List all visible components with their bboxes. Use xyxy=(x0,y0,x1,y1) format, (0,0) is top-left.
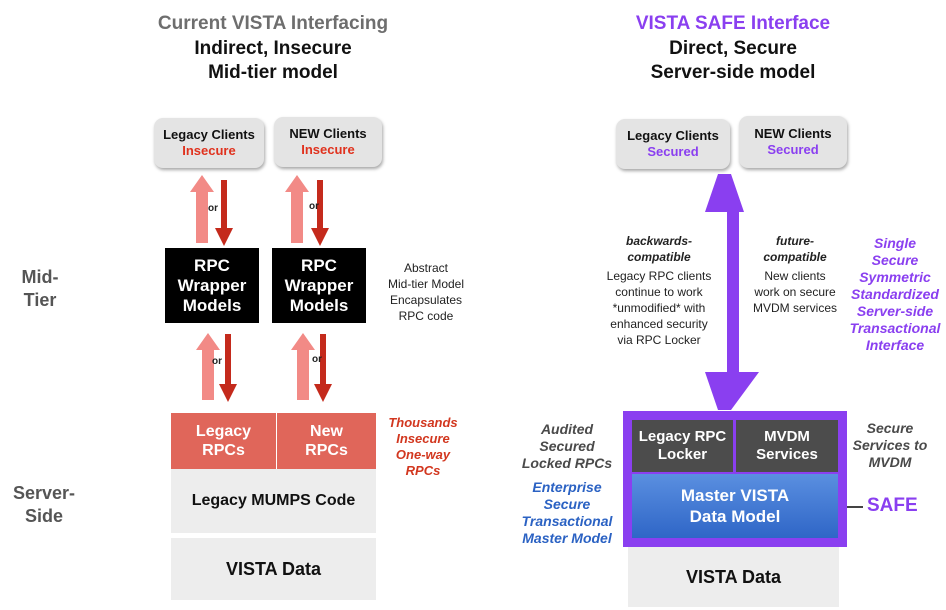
down-arrow xyxy=(314,334,332,402)
server-side-label: Server- Side xyxy=(12,483,76,526)
right-title-line3: Server-side model xyxy=(650,62,816,83)
rpc-wrapper-box-1: RPC Wrapper Models xyxy=(165,248,259,323)
up-arrow xyxy=(196,333,220,400)
mvdm-services-box: MVDM Services xyxy=(736,420,838,472)
audited-secured-note: Audited Secured Locked RPCs xyxy=(521,421,613,471)
left-title-line2: Indirect, Insecure xyxy=(194,38,352,59)
left-title-line1: Current VISTA Interfacing xyxy=(157,13,389,34)
up-arrow xyxy=(285,175,309,243)
mid-tier-label: Mid- Tier xyxy=(21,267,59,310)
down-arrow xyxy=(215,180,233,246)
new-rpcs-box: New RPCs xyxy=(277,413,376,469)
new-clients-status: Secured xyxy=(767,142,819,157)
abstract-mid-tier-note: Abstract Mid-tier Model Encapsulates RPC… xyxy=(387,261,465,323)
down-arrow xyxy=(219,334,237,402)
vista-data-box-right: VISTA Data xyxy=(628,547,839,607)
vista-data-box-left: VISTA Data xyxy=(171,538,376,600)
new-clients-status: Insecure xyxy=(301,142,355,157)
up-arrow xyxy=(291,333,315,400)
arrow-pair-new-top xyxy=(285,175,329,246)
legacy-rpcs-box: Legacy RPCs xyxy=(171,413,276,469)
or-label: or xyxy=(309,201,319,212)
or-label: or xyxy=(208,203,218,214)
right-title-line1: VISTA SAFE Interface xyxy=(635,13,831,34)
arrow-pair-legacy-top xyxy=(190,175,233,246)
legacy-clients-label: Legacy Clients xyxy=(163,127,255,142)
legacy-clients-box-right: Legacy Clients Secured xyxy=(616,119,730,169)
new-clients-box-right: NEW Clients Secured xyxy=(739,116,847,168)
new-clients-label: NEW Clients xyxy=(289,126,367,141)
legacy-clients-status: Insecure xyxy=(182,143,236,158)
secure-services-note: Secure Services to MVDM xyxy=(852,420,928,470)
master-vista-data-model-box: Master VISTA Data Model xyxy=(632,474,838,538)
rpc-wrapper-box-2: RPC Wrapper Models xyxy=(272,248,366,323)
new-clients-label: NEW Clients xyxy=(754,126,832,141)
arrow-pair-new-bottom xyxy=(291,333,332,402)
single-secure-interface-note: Single Secure Symmetric Standardized Ser… xyxy=(849,235,941,353)
double-arrow-purple xyxy=(705,174,759,410)
new-clients-box-left: NEW Clients Insecure xyxy=(274,117,382,167)
or-label: or xyxy=(212,356,222,367)
left-title-line3: Mid-tier model xyxy=(208,62,338,83)
legacy-clients-box-left: Legacy Clients Insecure xyxy=(154,118,264,168)
legacy-rpc-locker-box: Legacy RPC Locker xyxy=(632,420,733,472)
or-label: or xyxy=(312,354,322,365)
down-arrow xyxy=(311,180,329,246)
right-title-line2: Direct, Secure xyxy=(669,38,797,59)
thousands-insecure-note: Thousands Insecure One-way RPCs xyxy=(388,415,458,478)
future-compatible-note: future- compatible New clients work on s… xyxy=(752,234,837,315)
safe-label: SAFE xyxy=(867,495,918,516)
arrow-pair-legacy-bottom xyxy=(196,333,237,402)
up-arrow xyxy=(190,175,214,243)
enterprise-master-model-note: Enterprise Secure Transactional Master M… xyxy=(521,479,613,546)
backwards-compatible-note: backwards- compatible Legacy RPC clients… xyxy=(606,234,712,347)
legacy-mumps-code-box: Legacy MUMPS Code xyxy=(171,469,376,533)
legacy-clients-label: Legacy Clients xyxy=(627,128,719,143)
legacy-clients-status: Secured xyxy=(647,144,699,159)
